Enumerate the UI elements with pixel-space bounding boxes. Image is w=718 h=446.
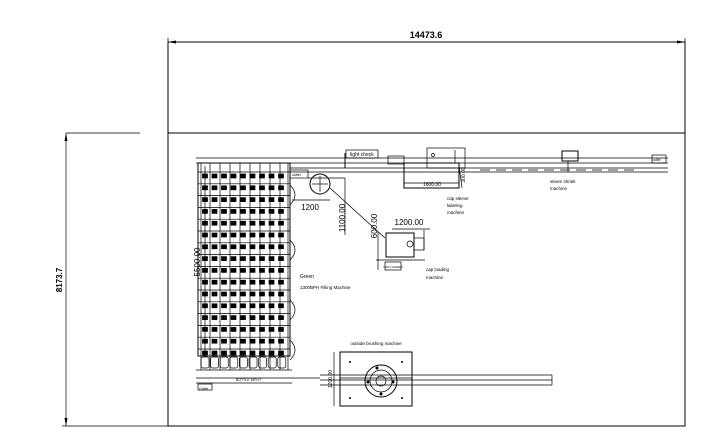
turntable: 1200 1100.00: [292, 173, 386, 239]
filling-length-label: 5500.00: [193, 247, 202, 276]
outside-brushing-machine: 1200.00 outside brushing machine: [320, 341, 553, 407]
conveyor-tag-right: outlet: [652, 158, 661, 162]
cap-loading-label: cap loading: [426, 267, 450, 272]
outlet-tag: Outlet: [199, 387, 208, 391]
light-check-label: light check: [345, 149, 379, 159]
cap-loading-machine: CAP LOADER 600.00 1200.00 cap loading ma…: [370, 213, 450, 280]
cap-loading-machine-label: machine: [426, 275, 444, 280]
labeling-machine-label: machine: [447, 210, 465, 215]
cap-loader-width-label: 1200.00: [395, 218, 424, 227]
outside-brushing-label: outside brushing machine: [350, 341, 402, 346]
steam-shrink-label: steam shrink: [550, 179, 576, 184]
filling-machine-name: 1300BPH Filling Machine: [300, 285, 351, 290]
cap-loader-offset-label: 600.00: [370, 213, 379, 238]
conveyor-tag-left: outlet: [292, 173, 301, 177]
turntable-dim-label: 1200: [301, 203, 319, 212]
filling-length-dimension: 5500.00: [193, 166, 206, 356]
bottom-tag: BOTTLE INPUT: [236, 378, 262, 382]
filling-machine: [196, 162, 320, 391]
cap-sleeve-labeling-machine: 1600.00 300.00 cap sleeve labeling machi…: [403, 147, 469, 215]
steam-shrink-machine: steam shrink machine: [480, 150, 640, 191]
light-check-text: light check: [350, 152, 374, 158]
labeler-small-label: 300.00: [461, 167, 467, 183]
vertical-drop-label: 1100.00: [338, 203, 347, 232]
cap-loader-tag: CAP LOADER: [383, 265, 403, 269]
steam-shrink-machine-label: machine: [550, 186, 568, 191]
overall-height-label: 8173.7: [55, 267, 64, 292]
overall-width-label: 14473.6: [410, 30, 443, 40]
top-conveyor: [196, 153, 668, 179]
brusher-height-label: 1200.00: [328, 370, 334, 388]
labeling-label: labeling: [447, 203, 463, 208]
filling-machine-labels: Green 1300BPH Filling Machine Outlet BOT…: [199, 158, 661, 391]
overall-width-dimension: 14473.6: [167, 30, 686, 46]
cap-sleeve-label: cap sleeve: [447, 196, 469, 201]
labeler-length-label: 1600.00: [423, 182, 441, 188]
green-label: Green: [300, 274, 314, 280]
overall-height-dimension: 8173.7: [55, 132, 168, 427]
